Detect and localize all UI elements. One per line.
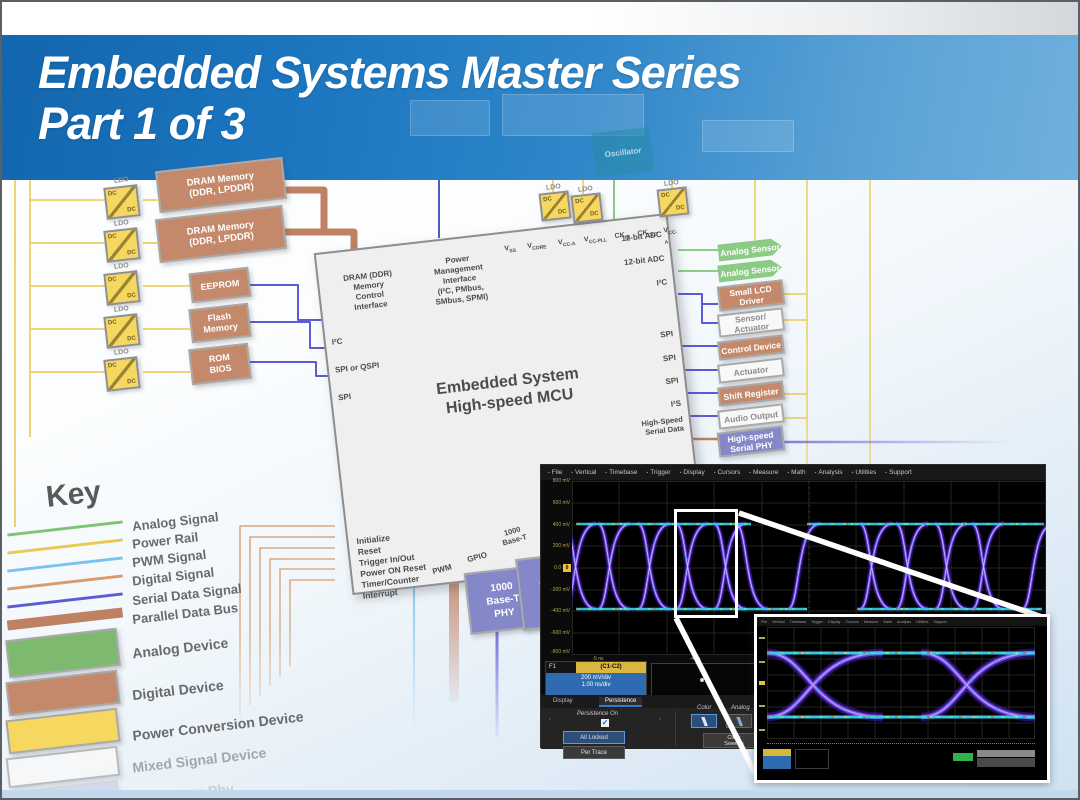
inset-trace-descriptor-body[interactable] [763,756,791,769]
inset-status-bar-2 [977,758,1035,767]
inset-status-bar-1 [977,750,1035,757]
all-locked-button[interactable]: All Locked [563,731,625,744]
menu-measure[interactable]: Measure [749,469,778,476]
menu-display[interactable]: Display [680,469,704,476]
ghost-box [410,100,490,136]
pin-spi-right-1: SPI [659,329,674,340]
pin-spi-qspi: SPI or QSPI [334,360,380,375]
scope-menu-bar: File Vertical Timebase Trigger Display C… [541,465,1045,480]
inset-x-tick-row [767,743,1035,744]
menu-timebase[interactable]: Timebase [605,469,637,476]
tab-persistence[interactable]: Persistence [599,697,643,707]
mcu-title: Embedded System High-speed MCU [435,365,580,418]
trace-descriptor-empty[interactable] [651,663,759,698]
inset-status-green [953,753,973,761]
inset-eye-plot [767,627,1035,739]
arrow-left-icon[interactable]: ‹ [549,717,551,723]
pin-1000baset: 1000 Base-T [501,524,528,548]
top-strip [2,2,1078,35]
bottom-strip [2,790,1078,798]
menu-math[interactable]: Math [787,469,805,476]
key-title: Key [44,474,103,515]
dc-label: DC [107,190,118,198]
menu-support[interactable]: Support [885,469,912,476]
inset-empty-descriptor[interactable] [795,749,829,769]
inset-menu-bar: File Vertical Timebase Trigger Display C… [757,617,1047,626]
pin-hs-serial-data: High-Speed Serial Data [640,414,685,437]
mcu-power-mgmt-label: Power Management Interface (I²C, PMbus, … [433,253,489,307]
color-trace-icon [698,716,710,726]
analog-label: Analog [731,705,750,711]
menu-cursors[interactable]: Cursors [714,469,740,476]
pin-spi-right-3: SPI [665,375,679,387]
x-axis-label: -5 ns [592,656,604,662]
inset-trace-descriptor-header[interactable] [763,749,791,756]
dialog-divider [675,711,676,747]
arrow-right-icon[interactable]: › [659,717,661,723]
rom-bios-box: ROM BIOS [188,342,252,386]
menu-utilities[interactable]: Utilities [852,469,876,476]
pin-pwm: PWM [431,562,453,577]
inset-y-tick [759,637,765,639]
descriptor-dot-icon [700,678,704,682]
zoomed-eye-diagram-window: File Vertical Timebase Trigger Display C… [754,614,1050,783]
menu-trigger[interactable]: Trigger [646,469,670,476]
persistence-on-label: Persistence On [577,711,619,717]
mcu-bottom-left-pins: Initialize Reset Trigger In/Out Power ON… [355,532,427,601]
pin-vccpll: VCC-PLL [583,236,608,246]
flash-memory-box: Flash Memory [188,302,252,344]
inset-menu-item[interactable]: File [761,619,768,624]
zoom-highlight-rect [674,509,738,618]
analog-persistence-button[interactable] [726,714,752,728]
pin-i2c: I²C [331,336,343,347]
persistence-on-checkbox[interactable]: ✓ [601,718,609,727]
trace-source: (C1-C2) [576,662,646,673]
pin-gpio: GPIO [466,550,488,565]
pin-spi-right-2: SPI [662,352,677,364]
trace-vdiv: 200 mV/div [580,675,611,681]
pin-i2s: I²S [670,398,682,409]
pin-vss: VSS [504,245,517,255]
menu-analysis[interactable]: Analysis [815,469,842,476]
mcu-dram-interface-label: DRAM (DDR) Memory Control Interface [342,268,393,312]
y-axis-label: 800 mV [552,478,570,484]
pin-vcore: VCORE [526,242,547,252]
ghost-box [702,120,794,152]
color-persistence-button[interactable] [691,714,717,728]
inset-zero-marker-icon [759,681,765,685]
analog-trace-icon [733,716,745,726]
color-label: Color [697,705,712,711]
ghost-box [502,94,644,136]
menu-vertical[interactable]: Vertical [571,469,596,476]
trace-name: F1 [546,662,576,673]
pin-i2c-right: I²C [656,277,668,288]
pin-vcca: VCC-A [557,239,576,249]
pin-vcca2: VCC-A [663,227,678,247]
pin-adc2: 12-bit ADC [623,253,665,268]
menu-file[interactable]: File [548,469,562,476]
trace-tdiv: 1.00 ns/div [581,682,611,688]
tab-display[interactable]: Display [553,698,573,704]
zero-level-marker-icon[interactable]: 0 [563,564,571,572]
per-trace-button[interactable]: Per Trace [563,746,625,759]
